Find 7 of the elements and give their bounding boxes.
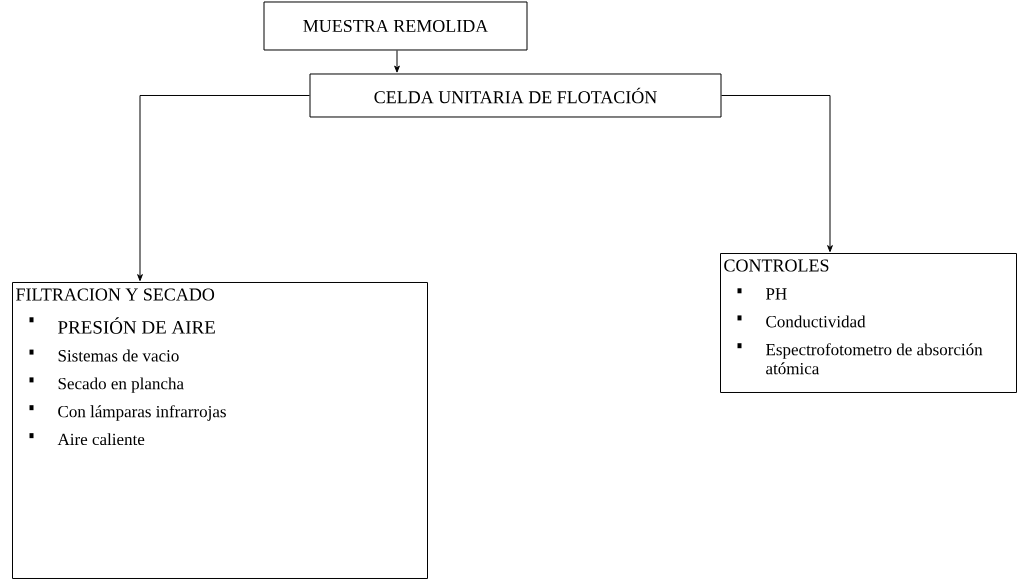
- process-box: CELDA UNITARIA DE FLOTACIÓN: [309, 73, 722, 118]
- list-box: CONTROLES PH Conductividad Espectrofotometro de absorción atómica: [720, 253, 1017, 393]
- arrow: [137, 95, 310, 282]
- process-box: MUESTRA REMOLIDA: [263, 1, 528, 51]
- arrow: [721, 95, 833, 253]
- arrow: [394, 50, 400, 73]
- list-box: FILTRACION Y SECADO PRESIÓN DE AIRE Sistemas de vacio Secado en plancha Con lámparas infrarrojas Aire caliente: [12, 282, 428, 579]
